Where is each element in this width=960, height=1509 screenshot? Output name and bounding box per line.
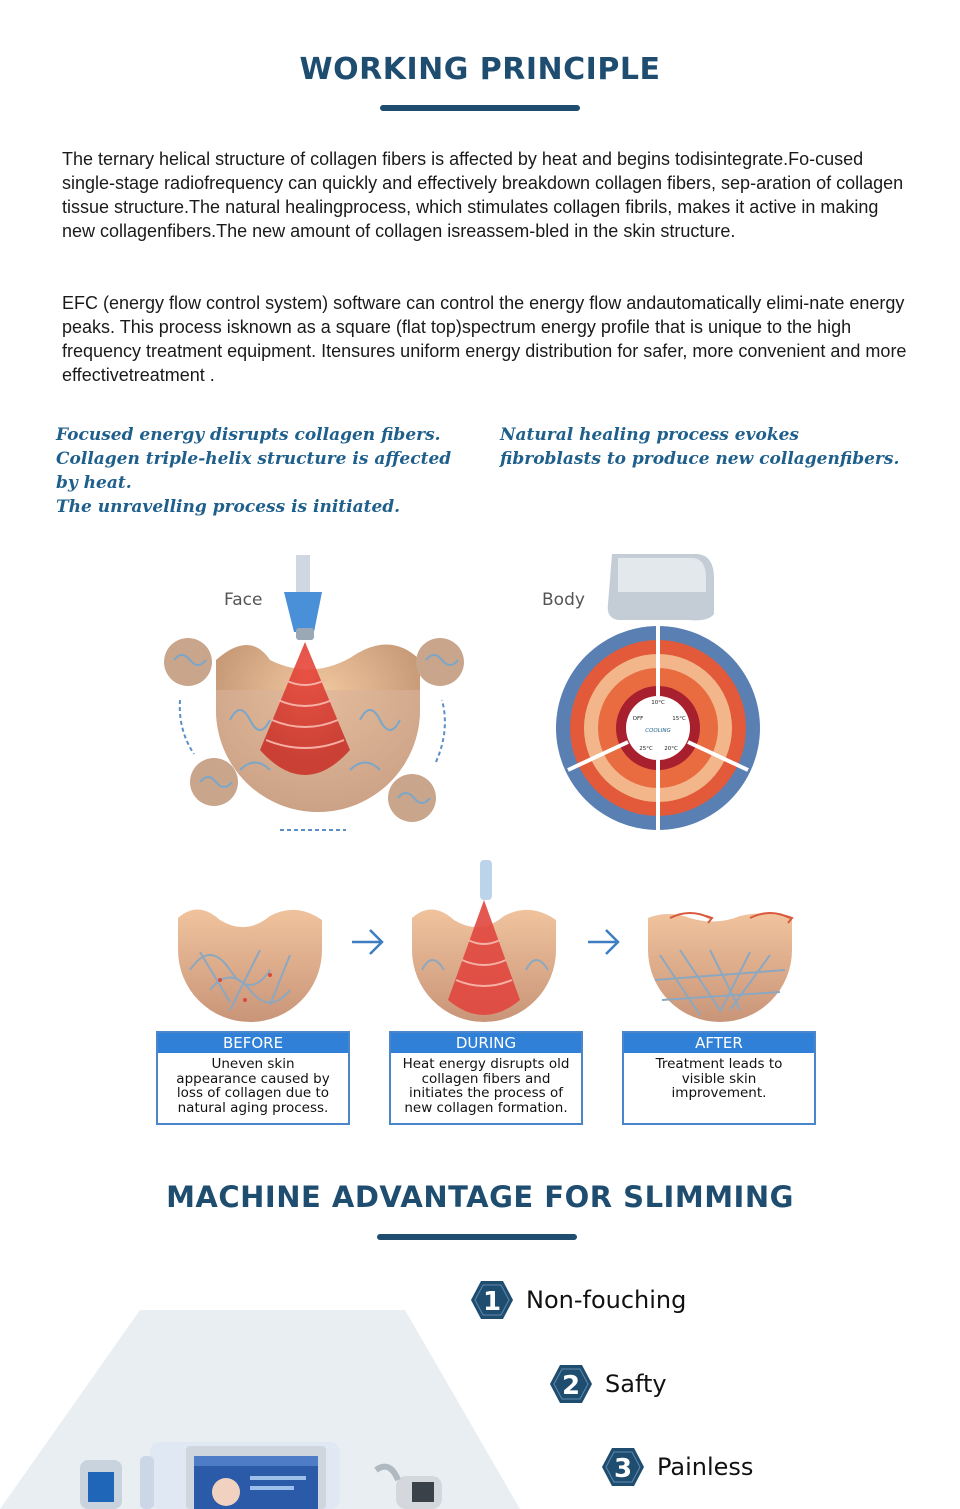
caption-right-line: fibroblasts to produce new collagenfiber… [500, 449, 900, 469]
principle-paragraph-1: The ternary helical structure of collage… [62, 149, 904, 241]
body-diagram: 10°C OFF 15°C COOLING 25°C 20°C [556, 554, 760, 830]
stage-line: appearance caused by [176, 1070, 330, 1087]
cooling-off: OFF [633, 716, 644, 722]
advantage-item-3: 3 Painless [601, 1447, 753, 1487]
stage-line: Uneven skin [211, 1056, 295, 1072]
machine-advantage-title: MACHINE ADVANTAGE FOR SLIMMING [166, 1180, 794, 1214]
hexagon-number-icon: 3 [602, 1448, 644, 1486]
title-underline [380, 105, 580, 111]
cooling-t25: 25°C [639, 746, 653, 752]
caption-left-line: Collagen triple-helix structure is affec… [56, 449, 452, 469]
stage-line: loss of collagen due to [176, 1085, 330, 1101]
arrow-right-icon [352, 929, 384, 955]
working-principle-title: WORKING PRINCIPLE [299, 52, 661, 87]
caption-right: Natural healing process evokes fibroblas… [500, 423, 920, 471]
advantage-item-1: 1 Non-fouching [470, 1280, 686, 1320]
advantage-item-2: 2 Safty [549, 1364, 667, 1404]
stage-line: new collagen formation. [404, 1099, 568, 1116]
during-tissue [412, 860, 556, 1022]
stage-line: Heat energy disrupts old [402, 1056, 570, 1072]
advantage-number: 2 [562, 1371, 580, 1401]
hexagon-number-icon: 2 [550, 1365, 592, 1403]
advantage-number: 1 [483, 1287, 501, 1317]
face-icon [212, 1478, 240, 1506]
after-tissue [648, 912, 794, 1022]
stage-head: DURING [391, 1033, 581, 1053]
principle-paragraph-2: EFC (energy flow control system) softwar… [62, 293, 907, 385]
stage-head: BEFORE [158, 1033, 348, 1053]
caption-right-line: Natural healing process evokes [500, 425, 799, 445]
title-underline [377, 1234, 577, 1240]
advantage-label: Painless [657, 1453, 754, 1481]
stage-before: BEFORE Uneven skin appearance caused by … [156, 1031, 350, 1125]
cooling-t15: 15°C [672, 716, 686, 722]
caption-left-line: Focused energy disrupts collagen fibers. [56, 425, 441, 445]
before-tissue [178, 909, 322, 1022]
cooling-center: COOLING [645, 728, 671, 734]
stage-head: AFTER [624, 1033, 814, 1053]
stage-line: improvement. [671, 1085, 767, 1101]
hexagon-number-icon: 1 [471, 1281, 513, 1319]
stage-illustrations [178, 860, 794, 1022]
arrow-right-icon [588, 929, 620, 955]
handpiece-icon [284, 592, 322, 632]
advantage-label: Safty [605, 1370, 667, 1398]
stage-line: collagen fibers and [421, 1070, 551, 1087]
advantage-number: 3 [614, 1454, 632, 1484]
stage-during: DURING Heat energy disrupts old collagen… [389, 1031, 583, 1125]
stage-line: natural aging process. [177, 1099, 329, 1116]
caption-left-line: The unravelling process is initiated. [56, 497, 401, 517]
cooling-t20: 20°C [664, 746, 678, 752]
face-diagram [164, 555, 464, 831]
stage-line: visible skin [681, 1070, 757, 1087]
body-label: Body [542, 590, 585, 610]
stage-line: Treatment leads to [655, 1056, 783, 1072]
caption-left: Focused energy disrupts collagen fibers.… [56, 423, 476, 519]
caption-left-line: by heat. [56, 473, 132, 493]
stage-line: initiates the process of [409, 1085, 563, 1101]
cooling-t10: 10°C [651, 700, 665, 706]
machine-image [0, 1310, 520, 1509]
advantage-label: Non-fouching [526, 1286, 687, 1314]
stage-after: AFTER Treatment leads to visible skin im… [622, 1031, 816, 1125]
face-label: Face [224, 590, 263, 610]
